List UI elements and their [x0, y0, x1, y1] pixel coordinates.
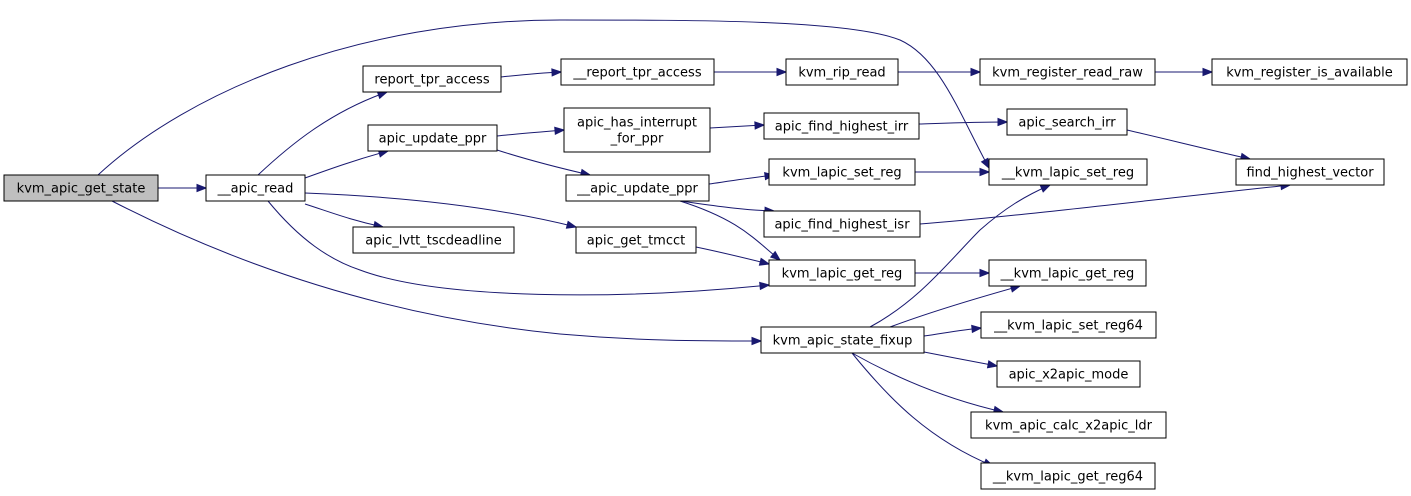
call-edge-kvm_lapic_get_reg-to-kvm_lapic_get_reg_internal [915, 268, 991, 278]
node-apic-update-ppr-internal[interactable]: __apic_update_ppr [565, 174, 710, 202]
node-label: report_tpr_access [374, 73, 489, 88]
node-label: __kvm_lapic_get_reg [1000, 267, 1135, 282]
node-kvm-lapic-get-reg-internal[interactable]: __kvm_lapic_get_reg [988, 259, 1147, 287]
call-edge-apic_read-to-apic_get_tmcct [304, 192, 578, 229]
call-edge-kvm_apic_state_fixup-to-kvm_lapic_set_reg_internal [869, 184, 1052, 328]
node-find-highest-vector[interactable]: find_highest_vector [1235, 158, 1385, 186]
node-label: apic_lvtt_tscdeadline [365, 234, 501, 249]
call-edge-kvm_apic_get_state-to-kvm_lapic_set_reg_internal [97, 19, 990, 176]
node-label: apic_find_highest_irr [775, 120, 909, 135]
node-label: apic_has_interrupt [577, 116, 697, 131]
node-label: apic_get_tmcct [587, 234, 685, 249]
node-apic-find-highest-isr[interactable]: apic_find_highest_isr [763, 210, 921, 238]
node-kvm-lapic-get-reg64-internal[interactable]: __kvm_lapic_get_reg64 [980, 462, 1156, 490]
call-edge-apic_has_interrupt_for_ppr-to-apic_find_highest_irr [709, 121, 766, 130]
node-kvm-lapic-set-reg[interactable]: kvm_lapic_set_reg [768, 158, 916, 186]
node-kvm-register-is-available[interactable]: kvm_register_is_available [1211, 58, 1408, 86]
node-apic-update-ppr[interactable]: apic_update_ppr [367, 124, 498, 152]
node-label: __kvm_lapic_set_reg [1001, 166, 1134, 181]
node-label: kvm_rip_read [798, 66, 885, 81]
call-graph-nodes: kvm_apic_get_state __apic_read report_tpr_… [3, 58, 1408, 490]
node-label: kvm_apic_calc_x2apic_ldr [985, 419, 1153, 434]
node-label: find_highest_vector [1246, 166, 1374, 181]
node-kvm-rip-read[interactable]: kvm_rip_read [785, 58, 899, 86]
call-edge-kvm_lapic_set_reg-to-kvm_lapic_set_reg_internal [915, 167, 991, 177]
call-edge-report_tpr_access-to-report_tpr_access_internal [500, 68, 563, 78]
node-label: kvm_register_is_available [1226, 66, 1393, 81]
call-edge-kvm_apic_state_fixup-to-apic_x2apic_mode [923, 351, 999, 369]
node-apic-search-irr[interactable]: apic_search_irr [1006, 108, 1128, 136]
node-label: kvm_register_read_raw [992, 66, 1143, 81]
call-edge-kvm_apic_state_fixup-to-kvm_lapic_set_reg64_internal [923, 324, 983, 337]
node-label: apic_find_highest_isr [774, 218, 910, 233]
node-label: apic_search_irr [1018, 116, 1116, 131]
node-label: _for_ppr [610, 132, 664, 147]
node-apic-lvtt-tscdeadline[interactable]: apic_lvtt_tscdeadline [352, 226, 515, 254]
node-kvm-register-read-raw[interactable]: kvm_register_read_raw [979, 58, 1156, 86]
call-edge-kvm_apic_state_fixup-to-kvm_apic_calc_x2apic_ldr [851, 352, 1005, 415]
node-label: kvm_lapic_get_reg [782, 267, 903, 282]
call-edge-apic_read-to-apic_lvtt_tscdeadline [304, 203, 385, 230]
node-report-tpr-access-internal[interactable]: __report_tpr_access [560, 58, 715, 86]
call-edge-apic_search_irr-to-find_highest_vector [1126, 129, 1252, 162]
call-edge-apic_find_highest_irr-to-apic_search_irr [918, 117, 1009, 127]
call-edge-apic_get_tmcct-to-kvm_lapic_get_reg [695, 246, 771, 266]
call-edge-apic_read-to-apic_update_ppr [304, 149, 390, 179]
node-label: __report_tpr_access [572, 66, 701, 81]
call-edge-apic_update_ppr_internal-to-apic_find_highest_isr [679, 200, 776, 215]
node-label: __kvm_lapic_get_reg64 [992, 470, 1143, 485]
call-edge-apic_find_highest_isr-to-find_highest_vector [919, 181, 1292, 225]
node-label: __kvm_lapic_set_reg64 [993, 319, 1143, 334]
node-label: __apic_update_ppr [576, 182, 698, 197]
node-label: __apic_read [217, 182, 294, 197]
node-kvm-apic-calc-x2apic-ldr[interactable]: kvm_apic_calc_x2apic_ldr [970, 411, 1167, 439]
call-edge-apic_update_ppr-to-apic_update_ppr_internal [496, 149, 592, 178]
node-label: kvm_apic_get_state [17, 182, 146, 197]
call-edge-apic_update_ppr_internal-to-kvm_lapic_set_reg [708, 171, 776, 185]
node-kvm-lapic-set-reg64-internal[interactable]: __kvm_lapic_set_reg64 [980, 311, 1157, 339]
call-edge-kvm_register_read_raw-to-kvm_register_is_available [1155, 67, 1214, 77]
node-apic-find-highest-irr[interactable]: apic_find_highest_irr [763, 112, 920, 140]
call-edge-kvm_apic_get_state-to-apic_read [158, 183, 208, 193]
node-label: kvm_apic_state_fixup [773, 334, 913, 349]
node-kvm-apic-state-fixup[interactable]: kvm_apic_state_fixup [760, 326, 925, 354]
node-label: apic_x2apic_mode [1009, 368, 1129, 383]
node-label: kvm_lapic_set_reg [782, 166, 901, 181]
call-edge-kvm_apic_get_state-to-kvm_apic_state_fixup [111, 200, 763, 346]
node-apic-read[interactable]: __apic_read [205, 174, 306, 202]
node-apic-x2apic-mode[interactable]: apic_x2apic_mode [996, 360, 1141, 388]
node-kvm-apic-get-state: kvm_apic_get_state [3, 174, 159, 202]
node-report-tpr-access[interactable]: report_tpr_access [362, 65, 502, 93]
node-label: apic_update_ppr [379, 132, 487, 147]
call-edge-apic_update_ppr_internal-to-kvm_lapic_get_reg [679, 200, 782, 261]
call-edge-apic_read-to-kvm_lapic_get_reg [267, 200, 771, 296]
call-edge-report_tpr_access_internal-to-kvm_rip_read [714, 67, 788, 77]
call-edge-kvm_apic_state_fixup-to-kvm_lapic_get_reg64_internal [851, 352, 995, 467]
node-kvm-lapic-set-reg-internal[interactable]: __kvm_lapic_set_reg [988, 158, 1148, 186]
call-edge-apic_update_ppr-to-apic_has_interrupt_for_ppr [496, 126, 566, 137]
node-apic-get-tmcct[interactable]: apic_get_tmcct [575, 226, 697, 254]
node-apic-has-interrupt-for-ppr[interactable]: apic_has_interrupt_for_ppr [563, 107, 711, 153]
call-edge-kvm_rip_read-to-kvm_register_read_raw [898, 67, 982, 77]
node-kvm-lapic-get-reg[interactable]: kvm_lapic_get_reg [768, 259, 916, 287]
